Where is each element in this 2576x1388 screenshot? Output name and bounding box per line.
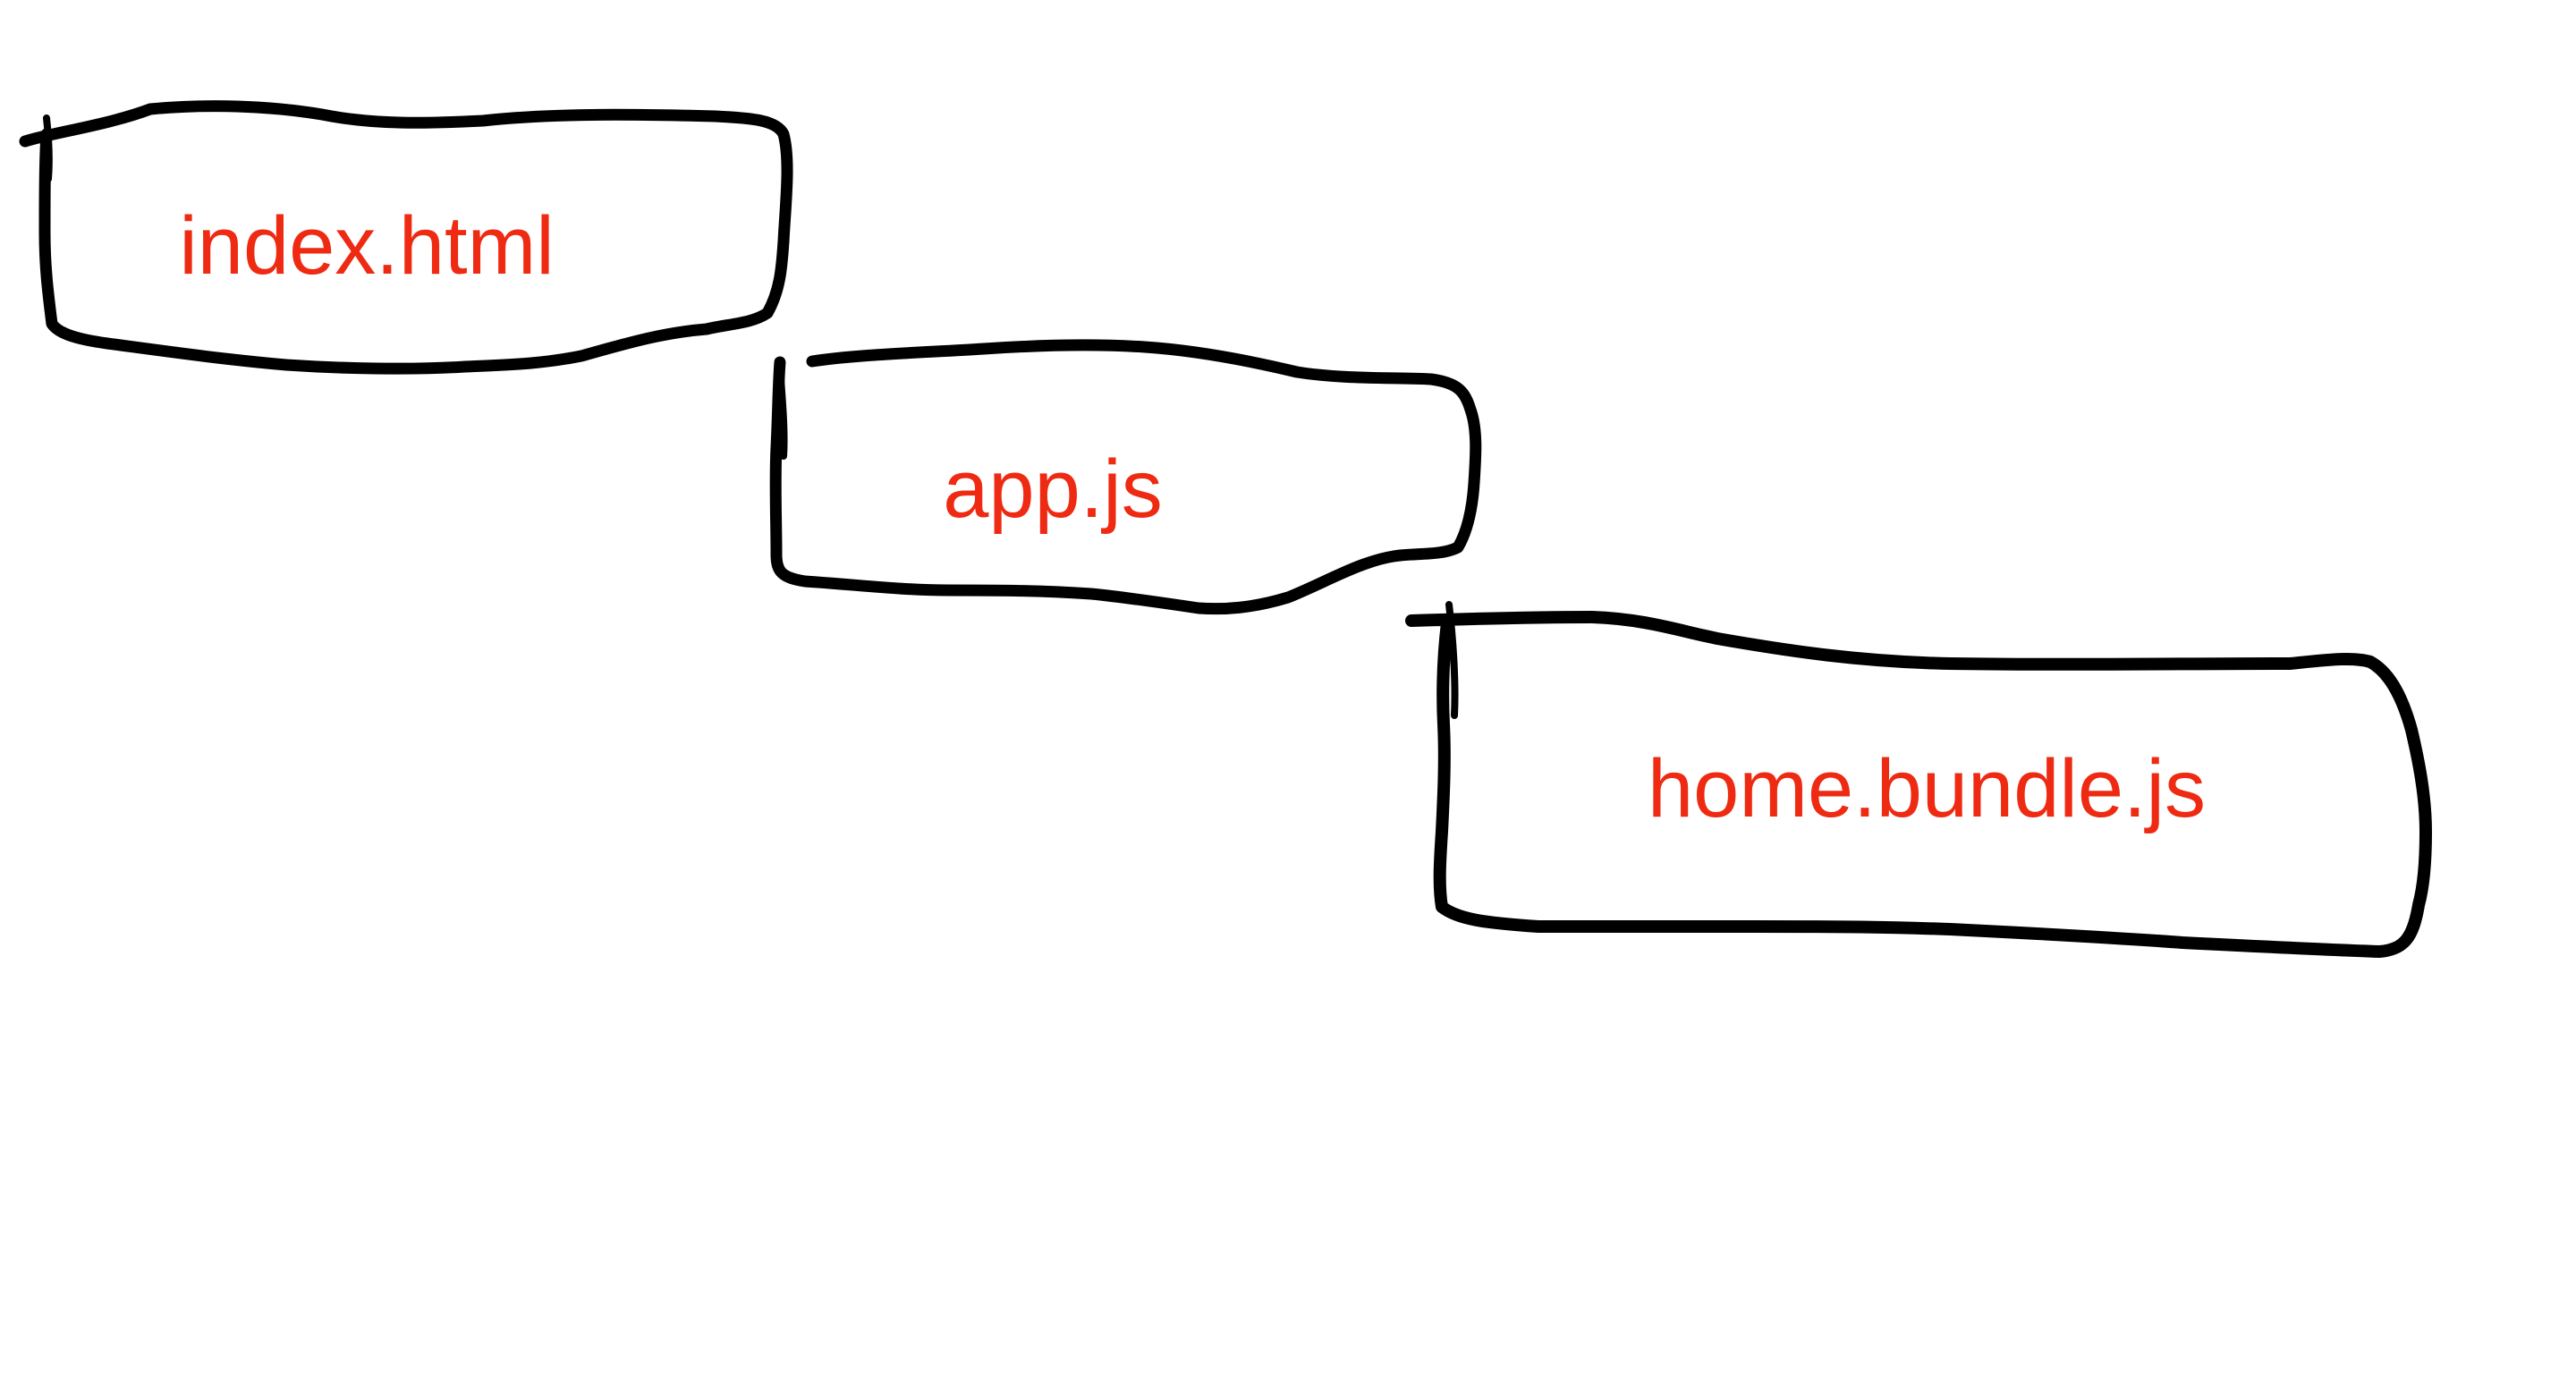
- node-label-home: home.bundle.js: [1648, 743, 2206, 834]
- node-box-home-outline: [1405, 611, 2432, 958]
- node-box-index-tick: [43, 114, 53, 182]
- node-box-home: [1405, 601, 2432, 958]
- node-box-app-tick: [776, 363, 788, 460]
- node-box-app: [769, 339, 1482, 615]
- node-label-index: index.html: [179, 200, 555, 292]
- node-box-index-outline: [19, 100, 793, 375]
- node-box-home-tick: [1445, 601, 1459, 719]
- node-box-app-outline: [769, 339, 1482, 615]
- node-label-app: app.js: [943, 444, 1163, 535]
- node-box-index: [19, 100, 793, 375]
